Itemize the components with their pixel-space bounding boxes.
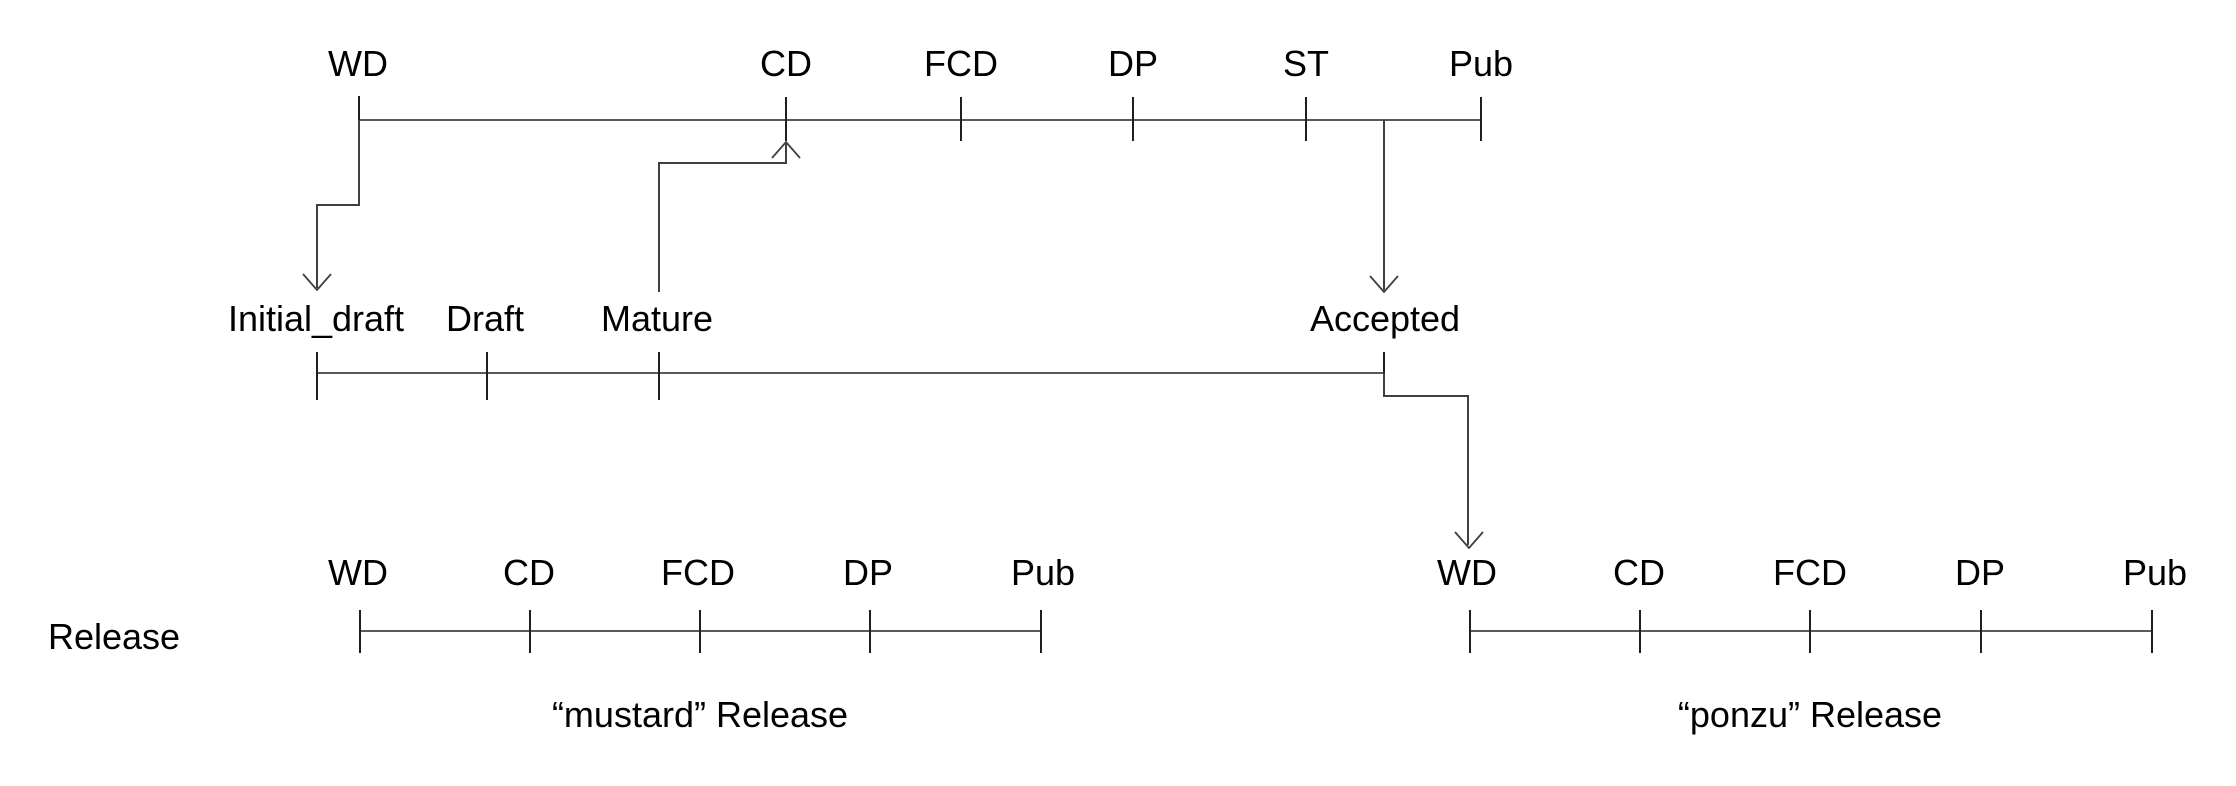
arrowhead-down-initialdraft: [302, 273, 332, 291]
spec-label-st: ST: [1282, 43, 1330, 84]
connector-wd-initialdraft-seg2: [316, 204, 360, 206]
mustard-label-cd: CD: [503, 552, 555, 593]
arrowhead-down-ponzu-wd: [1454, 531, 1484, 549]
spec-timeline-line: [359, 119, 1481, 121]
ponzu-label-wd: WD: [1437, 552, 1497, 593]
connector-wd-initialdraft-seg1: [358, 120, 360, 206]
spec-tick-pub: [1480, 97, 1482, 141]
connector-accepted-ponzu-seg1: [1383, 373, 1385, 397]
mustard-label-pub: Pub: [1010, 552, 1076, 593]
connector-mature-cd-seg3: [785, 143, 787, 164]
connector-spec-accepted: [1383, 120, 1385, 290]
maturity-label-draft: Draft: [445, 298, 525, 339]
spec-tick-fcd: [960, 97, 962, 141]
ponzu-label-fcd: FCD: [1773, 552, 1847, 593]
arrowhead-up-cd: [771, 141, 801, 159]
spec-label-fcd: FCD: [924, 43, 998, 84]
maturity-timeline-line: [317, 372, 1384, 374]
mustard-tick-fcd: [699, 610, 701, 653]
connector-accepted-ponzu-seg2: [1383, 395, 1469, 397]
maturity-tick-initialdraft: [316, 352, 318, 400]
mustard-label-dp: DP: [842, 552, 894, 593]
ponzu-timeline-line: [1470, 630, 2152, 632]
ponzu-tick-pub: [2151, 610, 2153, 653]
connector-wd-initialdraft-seg3: [316, 204, 318, 288]
spec-label-cd: CD: [760, 43, 812, 84]
maturity-tick-draft: [486, 352, 488, 400]
mustard-label-fcd: FCD: [661, 552, 735, 593]
maturity-tick-mature: [658, 352, 660, 400]
maturity-label-accepted: Accepted: [1309, 298, 1461, 339]
maturity-label-initialdraft: Initial_draft: [227, 298, 405, 339]
spec-label-dp: DP: [1107, 43, 1159, 84]
release-row-label: Release: [48, 616, 181, 657]
mustard-tick-pub: [1040, 610, 1042, 653]
spec-label-pub: Pub: [1448, 43, 1514, 84]
ponzu-release-caption: “ponzu” Release: [1677, 694, 1943, 735]
mustard-tick-dp: [869, 610, 871, 653]
ponzu-label-dp: DP: [1954, 552, 2006, 593]
mustard-tick-cd: [529, 610, 531, 653]
spec-tick-cd: [785, 97, 787, 141]
spec-tick-st: [1305, 97, 1307, 141]
ponzu-tick-wd: [1469, 610, 1471, 653]
ponzu-label-pub: Pub: [2122, 552, 2188, 593]
ponzu-label-cd: CD: [1613, 552, 1665, 593]
maturity-label-mature: Mature: [600, 298, 714, 339]
spec-tick-dp: [1132, 97, 1134, 141]
ponzu-tick-fcd: [1809, 610, 1811, 653]
connector-mature-cd-seg1: [658, 163, 660, 292]
mustard-release-caption: “mustard” Release: [551, 694, 849, 735]
mustard-tick-wd: [359, 610, 361, 653]
ponzu-tick-dp: [1980, 610, 1982, 653]
ponzu-tick-cd: [1639, 610, 1641, 653]
connector-accepted-ponzu-seg3: [1467, 395, 1469, 545]
arrowhead-down-accepted: [1369, 275, 1399, 293]
spec-label-wd: WD: [328, 43, 388, 84]
spec-tick-wd: [358, 96, 360, 141]
connector-mature-cd-seg2: [658, 162, 787, 164]
mustard-label-wd: WD: [328, 552, 388, 593]
